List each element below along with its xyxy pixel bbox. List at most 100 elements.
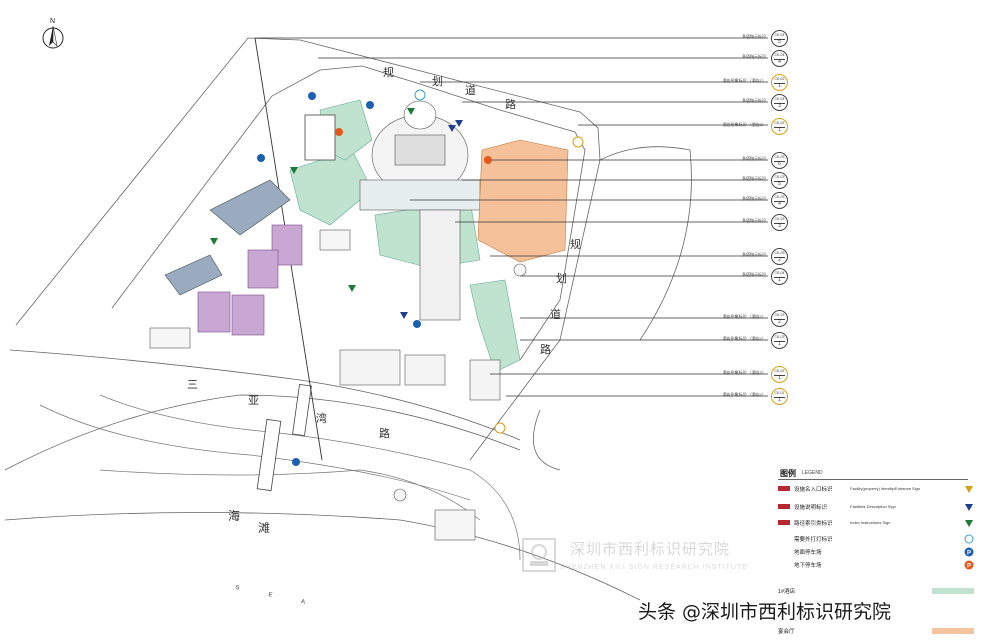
legend-row-index: 路径索引类标识 Index Instructions Sign (778, 518, 974, 528)
road-label-right-3: 道 (550, 308, 561, 321)
callout-row: 多塔指示标识 CK-03 4 (700, 192, 790, 209)
sign-code-type: CK-03 (774, 155, 785, 159)
green-triangle-icon (407, 108, 415, 115)
sign-code-type: CK-03 (774, 251, 785, 255)
surface-parking-icon (413, 320, 421, 328)
green-triangle-icon (965, 520, 973, 527)
sign-code-divider (774, 256, 785, 258)
sign-code-type: CK-03 (774, 217, 785, 221)
sign-code-type: CK-02 (774, 77, 785, 81)
sign-code-divider (774, 82, 785, 84)
sign-code-type: CK-04 (774, 53, 785, 57)
callout-label: 酒店形象标识 （酒店1） (722, 78, 766, 83)
legend-code-swatch (778, 504, 790, 509)
callout-label: 酒店形象标识 （酒店2） (722, 122, 766, 127)
plan-markers (210, 89, 584, 466)
sign-code-type: CK-02 (774, 121, 785, 125)
north-label: N (50, 18, 56, 25)
sign-code-type: CK-03 (774, 175, 785, 179)
legend-title: 图例 (780, 469, 796, 478)
villa-blocks (197, 224, 303, 336)
underground-parking-icon (484, 156, 492, 164)
institute-logo-icon (522, 538, 556, 572)
watermark: 深圳市西利标识研究院 SHENZHEN XILI SIGN RESEARCH I… (522, 536, 782, 580)
legend-label: 设施名入口标识 (794, 487, 833, 493)
sign-code-type: CK-03 (774, 195, 785, 199)
legend-code-swatch (778, 520, 790, 525)
legend-rule (778, 479, 968, 480)
main-building (339, 100, 501, 401)
sign-code-type: CK-04 (774, 33, 785, 37)
surface-parking-icon (366, 101, 374, 109)
site-boundary (4, 37, 692, 601)
light-circle-icon (494, 422, 506, 434)
road-label-top-4: 路 (505, 98, 516, 111)
sign-code-number: 1 (778, 83, 781, 89)
sign-code-number: 5 (778, 181, 781, 187)
light-circle-icon (414, 89, 426, 101)
sign-code-divider (774, 126, 785, 128)
road-label-right-1: 规 (570, 238, 581, 251)
surface-parking-icon: P (964, 547, 974, 557)
callout-label: 多塔指示标识 (742, 156, 766, 161)
callout-label: 多塔指示标识 (742, 252, 766, 257)
sign-code-number: 1 (778, 397, 781, 403)
callout-label: 酒店形象标识 （酒店2） (722, 370, 766, 375)
watermark-en: SHENZHEN XILI SIGN RESEARCH INSTITUTE (560, 564, 748, 571)
sign-code-number: 1 (778, 341, 781, 347)
green-triangle-icon (210, 238, 218, 245)
callout-label: 多塔指示标识 (742, 196, 766, 201)
legend-row-surface-parking: 地面停车场 P (778, 547, 974, 557)
sign-code-number: 4 (778, 201, 781, 207)
sign-code-number: 2 (778, 257, 781, 263)
legend-row-description: 设施说明标识 Facilities Description Sign (778, 502, 974, 512)
sign-code-number: 6 (778, 161, 781, 167)
tennis-court (304, 114, 336, 161)
sign-code-divider (774, 180, 785, 182)
road-label-sanya-4: 路 (379, 427, 390, 440)
banquet-hall (477, 139, 569, 263)
sign-code-divider (774, 102, 785, 104)
yellow-triangle-icon (965, 486, 973, 493)
road-label-right-2: 划 (556, 272, 567, 285)
sign-code-divider (774, 58, 785, 60)
blue-triangle-icon (455, 120, 463, 127)
sign-code-divider (774, 276, 785, 278)
blue-triangle-icon (448, 125, 456, 132)
callout-leaders (255, 37, 768, 397)
legend-label: 宴会厅 (778, 629, 795, 635)
sign-code-divider (774, 318, 785, 320)
callout-label: 多塔指示标识 (742, 272, 766, 277)
legend-row-light: 需要外打灯标识 (778, 534, 974, 544)
callout-label: 多塔指示标识 (742, 54, 766, 59)
parking-glyph: P (967, 563, 971, 569)
road-label-right-4: 路 (540, 343, 551, 356)
callout-row: 多塔指示标识 CK-03 2 (700, 248, 790, 265)
road-label-sanya-1: 三 (187, 378, 198, 391)
callout-label: 酒店形象标识 （酒店1） (722, 336, 766, 341)
road-label-sanya-2: 亚 (248, 394, 259, 407)
green-triangle-icon (290, 167, 298, 174)
legend-label-en: Facilities Description Sign (850, 504, 896, 509)
sign-code-badge: CK-01 1 (771, 388, 788, 405)
legend-label: 地面停车场 (794, 550, 822, 556)
sign-code-type: CK-01 (774, 391, 785, 395)
light-circle-icon (964, 534, 974, 544)
sign-code-badge: CK-03 4 (771, 192, 788, 209)
sign-code-badge: CK-03 5 (771, 172, 788, 189)
compass-icon (42, 25, 64, 49)
sign-code-number: 3 (778, 103, 781, 109)
sign-code-badge: CK-03 6 (771, 152, 788, 169)
north-arrow: N (40, 18, 66, 50)
sign-code-type: CK-02 (774, 369, 785, 373)
